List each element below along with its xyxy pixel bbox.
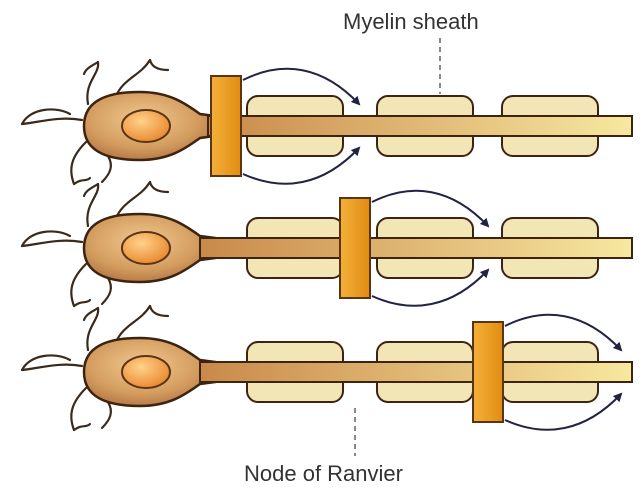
action-potential-node — [211, 76, 241, 176]
dendrite — [116, 182, 150, 218]
dendrite — [102, 278, 111, 304]
dendrite — [150, 306, 168, 316]
node-of-ranvier-label: Node of Ranvier — [244, 461, 403, 487]
dendrite — [74, 424, 90, 430]
dendrite — [116, 60, 150, 96]
dendrite — [22, 365, 82, 370]
dendrite — [71, 388, 86, 430]
dendrite — [150, 60, 168, 70]
dendrite — [102, 402, 111, 428]
axon — [200, 238, 632, 258]
dendrite — [74, 178, 90, 184]
nucleus — [122, 356, 170, 388]
neuron-2 — [22, 182, 632, 306]
dendrite — [22, 119, 82, 124]
axon — [200, 362, 632, 382]
neuron-1 — [22, 60, 632, 184]
nucleus — [122, 232, 170, 264]
dendrite — [71, 142, 86, 184]
action-potential-node — [473, 322, 503, 422]
neuron-3 — [22, 306, 632, 430]
action-potential-node — [340, 198, 370, 298]
myelin-sheath-label: Myelin sheath — [343, 9, 479, 35]
dendrite — [102, 156, 111, 182]
dendrite — [22, 231, 70, 246]
dendrite — [71, 264, 86, 306]
nucleus — [122, 110, 170, 142]
dendrite — [22, 109, 70, 124]
dendrite — [150, 182, 168, 192]
dendrite — [74, 300, 90, 306]
dendrite — [22, 355, 70, 370]
axon — [208, 116, 632, 136]
neurons-layer — [22, 60, 632, 430]
dendrite — [22, 241, 82, 246]
dendrite — [116, 306, 150, 342]
